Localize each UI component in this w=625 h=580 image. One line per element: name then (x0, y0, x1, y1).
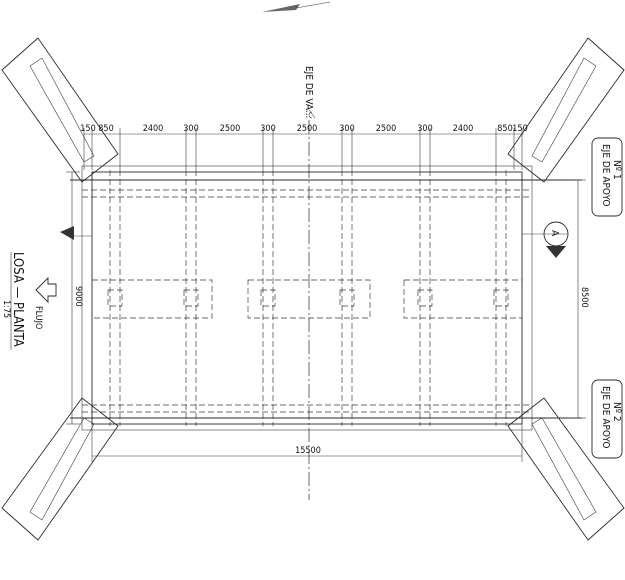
top-dimension-chain (83, 128, 524, 170)
drawing-scale: 1:75 (1, 300, 11, 318)
section-marker-label: A (549, 230, 560, 237)
dim-top-6: 2500 (297, 124, 318, 134)
dim-right: 8500 (579, 287, 589, 308)
beam-lines (109, 170, 507, 426)
bottom-dimension (91, 424, 523, 462)
drawing-title: LOSA — PLANTA (10, 252, 25, 347)
dim-top-3: 300 (183, 124, 198, 134)
dim-top-2: 2400 (143, 124, 164, 134)
slab-outline (70, 165, 582, 431)
dim-top-0: 150 (80, 124, 95, 134)
dim-left: 9000 (73, 286, 83, 307)
dim-top-7: 300 (339, 124, 354, 134)
wing-wall-top-right (507, 37, 625, 183)
dim-top-9: 300 (417, 124, 432, 134)
support-axis-1-box (591, 137, 623, 217)
dim-top-8: 2500 (376, 124, 397, 134)
dim-top-12: 150 (512, 124, 527, 134)
support-axis-2-box (591, 379, 623, 459)
support-axis-2-label: EJE DE APOYO (600, 386, 611, 448)
dim-top-10: 2400 (453, 124, 474, 134)
wing-wall-top-left (1, 37, 119, 183)
right-dimension (570, 179, 586, 419)
dim-top-4: 2500 (220, 124, 241, 134)
center-axis (308, 109, 316, 500)
left-dimension (66, 171, 80, 425)
dim-top-11: 850 (497, 124, 512, 134)
dim-top-1: 850 (98, 124, 113, 134)
left-arrow-marker (60, 226, 92, 240)
flow-label: FLUJO (33, 306, 43, 329)
wing-wall-bottom-left (1, 397, 119, 541)
dim-top-5: 300 (260, 124, 275, 134)
dim-bottom: 15500 (295, 446, 321, 456)
diaphragm-boxes (91, 279, 523, 319)
support-axis-2-number: Nº 2 (611, 402, 622, 422)
support-axis-1-label: EJE DE APOYO (600, 144, 611, 206)
top-fragment (262, 1, 331, 12)
section-marker (522, 221, 569, 258)
axis-label: EJE DE VA... (303, 66, 314, 118)
flow-arrow (35, 276, 57, 304)
support-axis-1-number: Nº 1 (611, 160, 622, 180)
